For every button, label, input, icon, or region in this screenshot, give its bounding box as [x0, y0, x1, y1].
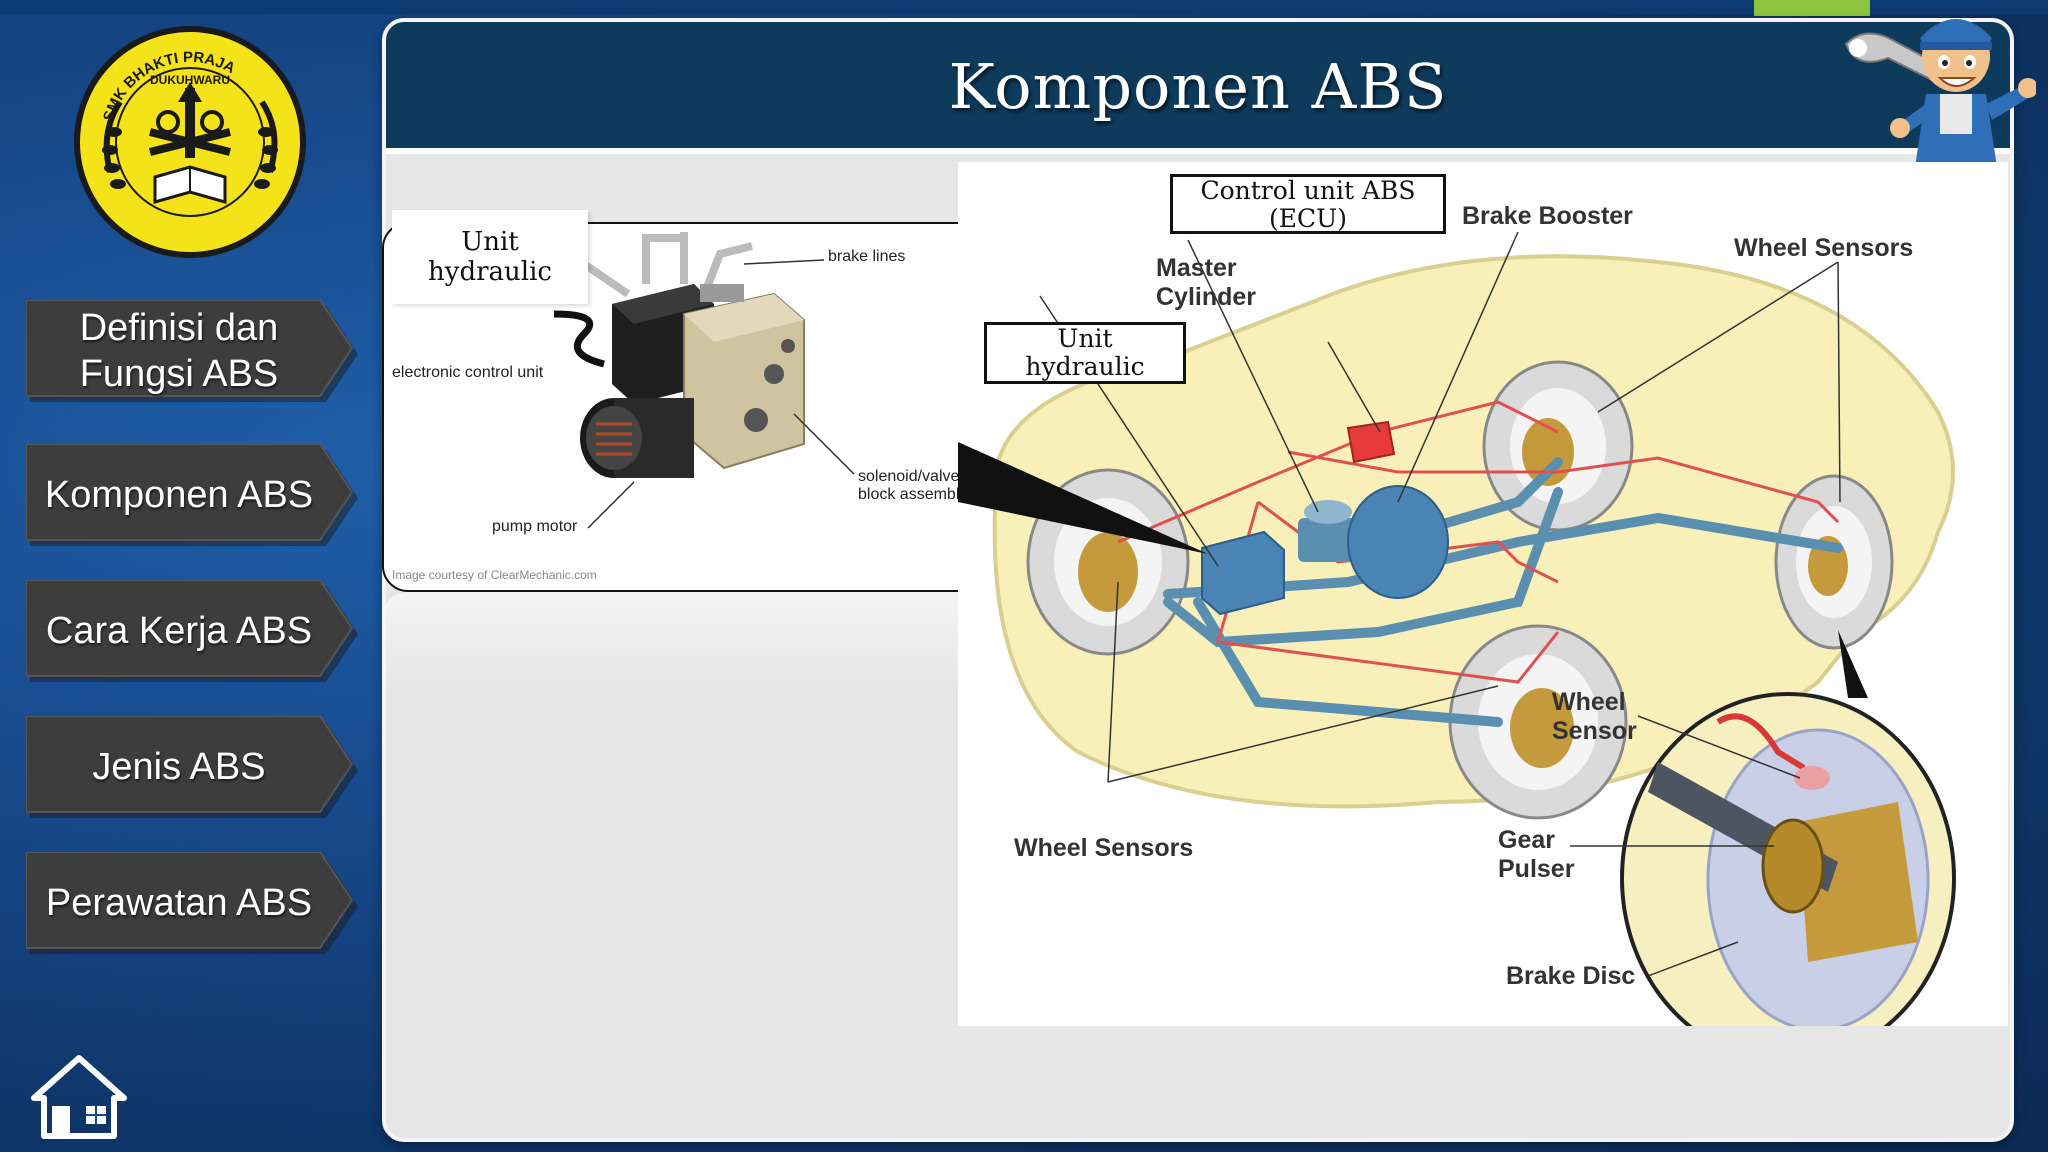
- label-brake-lines: brake lines: [828, 248, 906, 265]
- callout-ecu: Control unit ABS (ECU): [1170, 174, 1446, 234]
- label-ecu: electronic control unit: [392, 364, 544, 381]
- hydraulic-title-line: Unit: [461, 227, 519, 257]
- card-reflection: [382, 592, 986, 692]
- callout-unit-line: hydraulic: [1025, 352, 1145, 381]
- hydraulic-title: Unit hydraulic: [392, 210, 588, 304]
- title-bar: [386, 22, 2010, 148]
- nav-label: Jenis ABS: [92, 746, 266, 788]
- zoom-wheel-sensor-detail: [1620, 692, 1956, 1064]
- nav-label: Cara Kerja ABS: [45, 610, 313, 652]
- callout-unit-hydraulic: Unit hydraulic: [984, 322, 1186, 384]
- nav-arrow-shape: [26, 444, 358, 546]
- label-wheel-sensor: Wheel Sensor: [1552, 688, 1637, 746]
- label-brake-disc: Brake Disc: [1506, 962, 1636, 990]
- page-title: Komponen ABS: [948, 50, 1448, 123]
- callout-ecu-line: (ECU): [1269, 204, 1347, 233]
- nav-arrow-shape: [26, 716, 358, 818]
- nav-arrow-shape: [26, 580, 358, 682]
- nav-perawatan[interactable]: Perawatan ABS: [26, 852, 358, 954]
- wheel-front-right: [1482, 360, 1634, 532]
- nav-definisi[interactable]: Definisi dan Fungsi ABS: [26, 300, 358, 402]
- label-wheel-sensor-line: Wheel: [1552, 688, 1626, 716]
- label-solenoid-line: block assembly: [858, 486, 968, 503]
- school-logo: SMK BHAKTI PRAJA DUKUHWARU: [74, 26, 306, 258]
- callout-unit-line: Unit: [1057, 324, 1113, 353]
- label-master-line: Cylinder: [1156, 283, 1257, 311]
- label-wheel-sensor-line: Sensor: [1552, 717, 1637, 745]
- wheel-rear-right: [1774, 474, 1894, 650]
- accent-tab: [1754, 0, 1870, 16]
- nav-arrow-shape: [26, 852, 358, 954]
- nav-cara-kerja[interactable]: Cara Kerja ABS: [26, 580, 358, 682]
- top-stripe: [0, 0, 2048, 14]
- abs-diagram: Control unit ABS (ECU) Unit hydraulic Br…: [958, 162, 2008, 1064]
- label-pump-motor: pump motor: [492, 518, 578, 535]
- label-gear-line: Pulser: [1498, 855, 1575, 883]
- label-master-line: Master: [1156, 254, 1237, 282]
- logo-text-bottom: DUKUHWARU: [150, 73, 230, 87]
- nav-label: Definisi dan: [79, 307, 279, 349]
- nav-arrow-shape: [26, 300, 358, 402]
- hydraulic-unit-illustration: [553, 232, 855, 529]
- label-wheel-sensors-top: Wheel Sensors: [1734, 234, 1914, 262]
- nav-label: Komponen ABS: [44, 474, 314, 516]
- home-icon[interactable]: [30, 1054, 128, 1140]
- label-gear-line: Gear: [1498, 826, 1555, 854]
- label-solenoid-line: solenoid/valve: [858, 468, 960, 485]
- label-wheel-sensors-bottom: Wheel Sensors: [1014, 834, 1194, 862]
- title-divider: [386, 148, 2010, 154]
- callout-ecu-line: Control unit ABS: [1200, 176, 1416, 205]
- nav-label: Perawatan ABS: [45, 882, 313, 924]
- label-gear-pulser: Gear Pulser: [1498, 826, 1574, 884]
- nav-komponen[interactable]: Komponen ABS: [26, 444, 358, 546]
- nav-label: Fungsi ABS: [79, 353, 279, 395]
- car-abs-illustration: [958, 231, 1956, 1064]
- nav-jenis[interactable]: Jenis ABS: [26, 716, 358, 818]
- wheel-rear-left: [1448, 624, 1628, 820]
- hydraulic-title-line: hydraulic: [428, 257, 552, 287]
- image-credit: Image courtesy of ClearMechanic.com: [392, 568, 597, 582]
- label-solenoid: solenoid/valve block assembly: [858, 468, 967, 504]
- label-master-cylinder: Master Cylinder: [1156, 254, 1256, 312]
- label-brake-booster: Brake Booster: [1462, 202, 1633, 230]
